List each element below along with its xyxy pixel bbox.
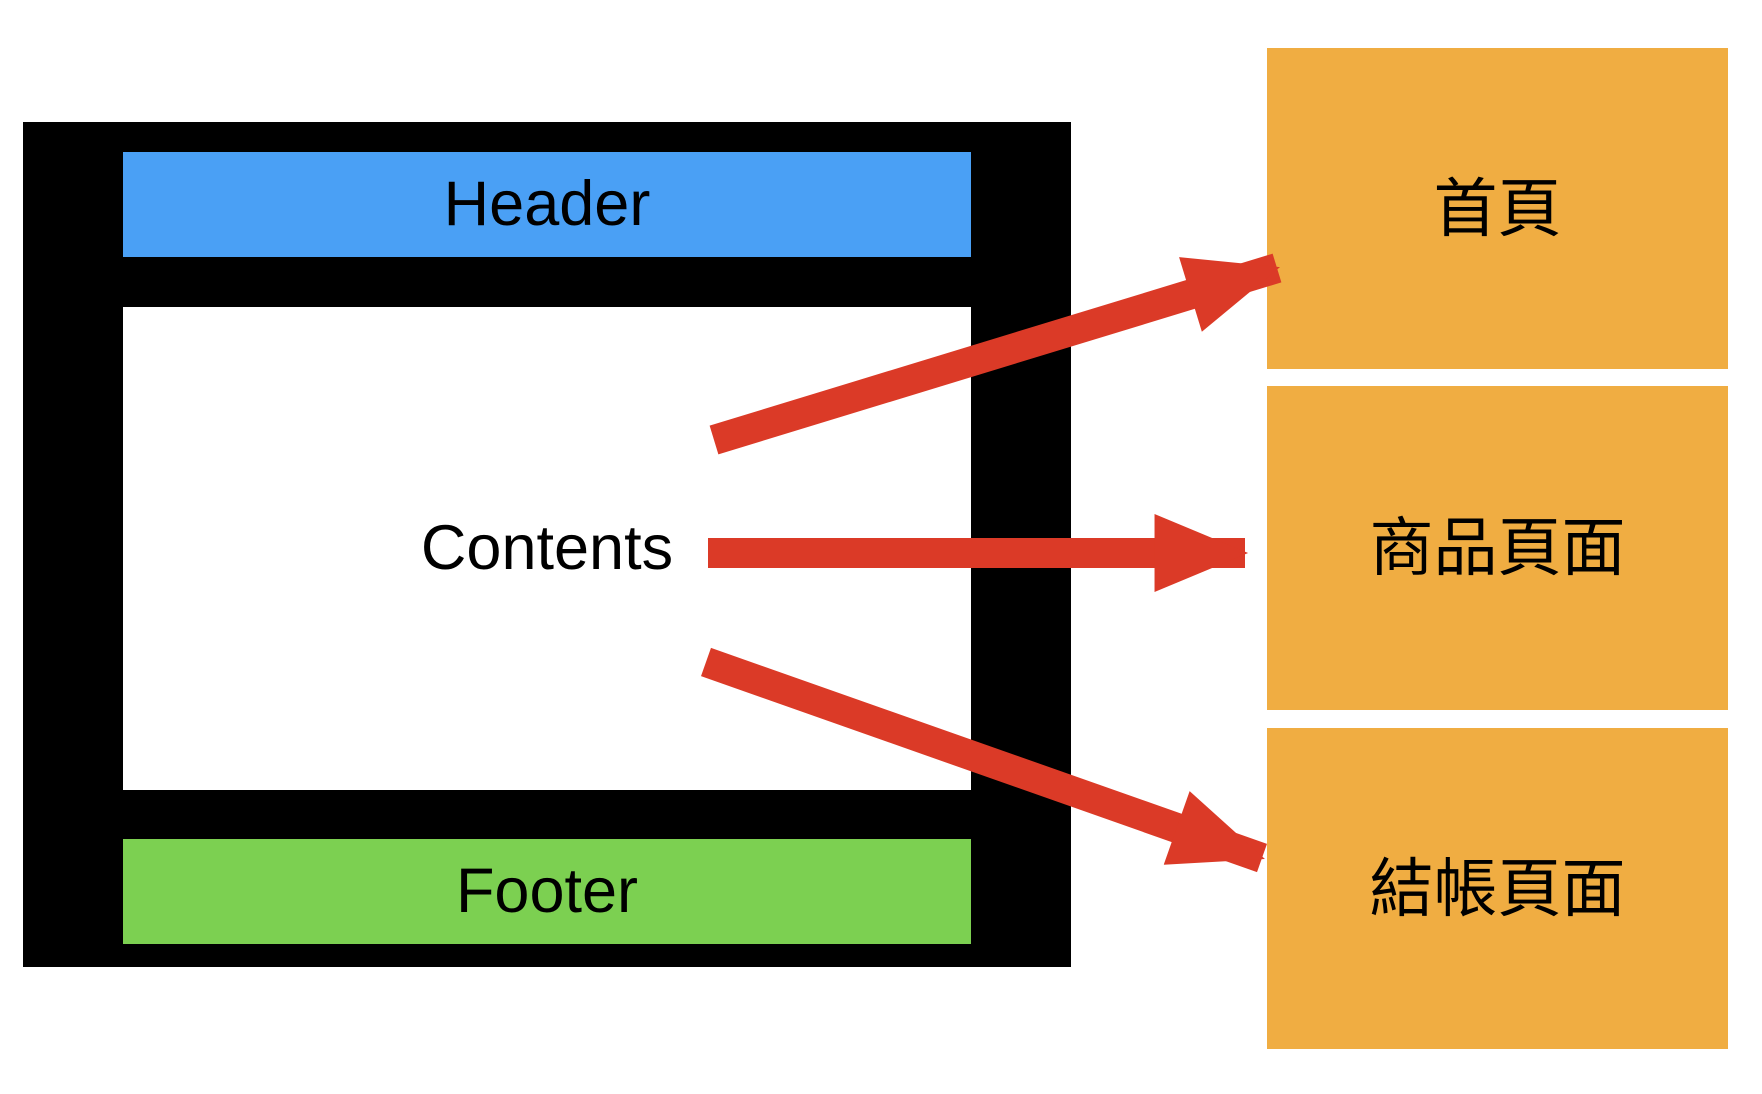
footer-bar: Footer — [123, 839, 971, 944]
footer-label: Footer — [455, 856, 639, 926]
page-box-product-label: 商品頁面 — [1369, 512, 1626, 584]
contents-area: Contents — [123, 307, 971, 790]
header-bar: Header — [123, 152, 971, 257]
page-box-checkout: 結帳頁面 — [1267, 728, 1728, 1049]
page-box-product: 商品頁面 — [1267, 386, 1728, 710]
header-label: Header — [443, 169, 651, 239]
contents-label: Contents — [420, 513, 674, 583]
page-box-home: 首頁 — [1267, 48, 1728, 369]
page-box-checkout-label: 結帳頁面 — [1369, 852, 1626, 925]
page-box-home-label: 首頁 — [1433, 172, 1562, 245]
